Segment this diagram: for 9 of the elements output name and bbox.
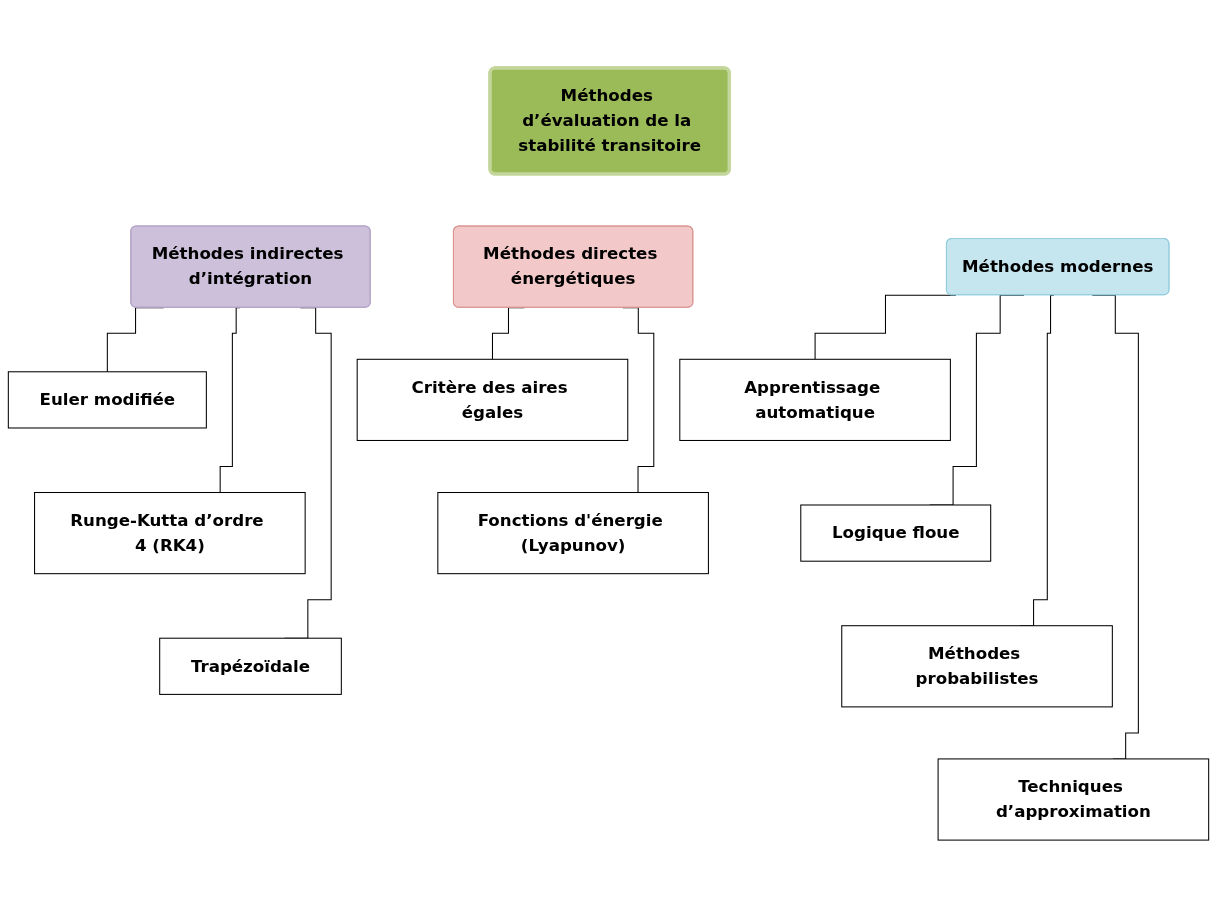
node-box: Runge-Kutta d’ordre 4 (RK4) bbox=[34, 492, 306, 575]
node-box: Logique floue bbox=[800, 504, 992, 562]
node-box: Techniques d’approximation bbox=[937, 758, 1210, 841]
node-box: Euler modifiée bbox=[7, 371, 207, 429]
node-box: Critère des aires égales bbox=[356, 358, 629, 441]
node-box: Trapézoïdale bbox=[159, 637, 342, 695]
node-box: Méthodes probabilistes bbox=[841, 625, 1113, 708]
node-box: Fonctions d'énergie (Lyapunov) bbox=[437, 492, 709, 575]
node-box: Apprentissage automatique bbox=[679, 358, 951, 441]
